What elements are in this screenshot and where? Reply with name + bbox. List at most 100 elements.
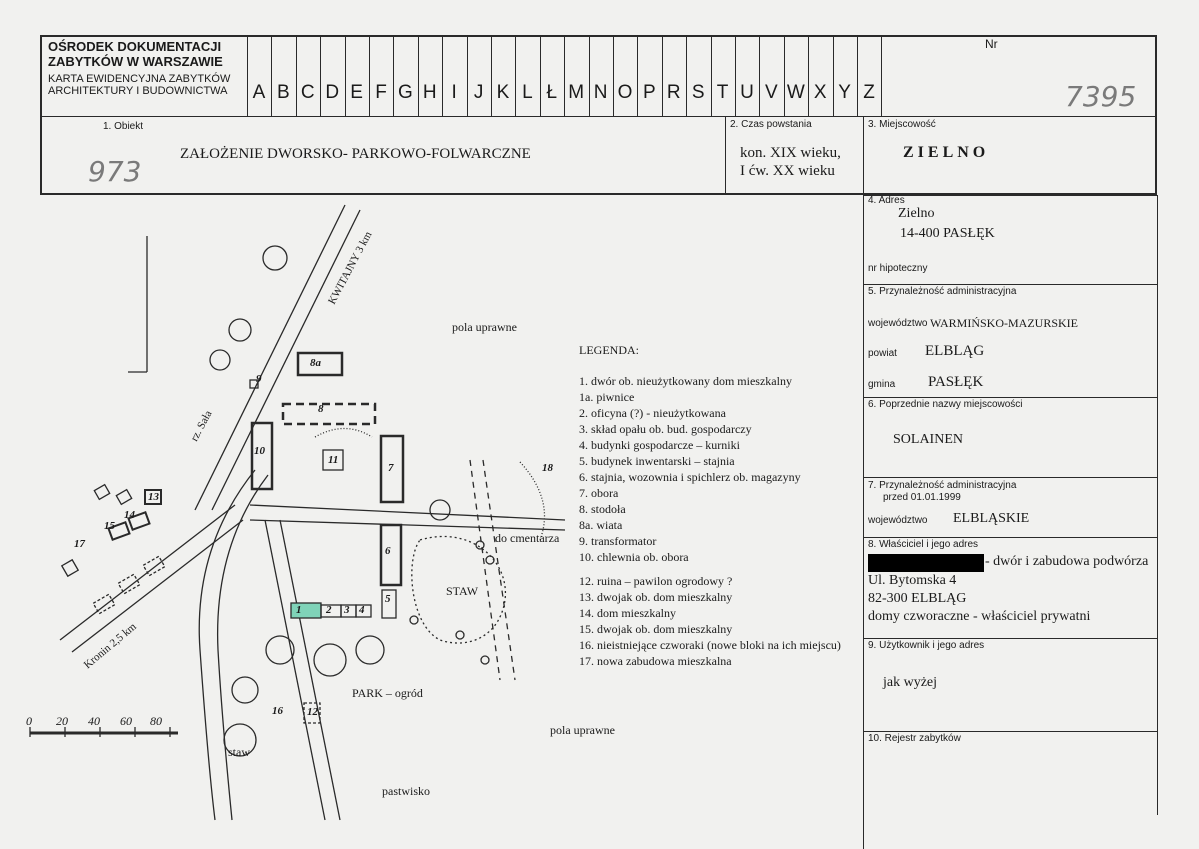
building-number: 17: [74, 538, 85, 550]
institution-name: OŚRODEK DOKUMENTACJI ZABYTKÓW W WARSZAWI…: [48, 39, 223, 69]
letter-7: G: [398, 82, 413, 103]
river-bank-a: [198, 469, 256, 821]
tree: [313, 643, 347, 677]
letter-cell-divider: [857, 35, 858, 116]
legend-item: 13. dwojak ob. dom mieszkalny: [579, 590, 733, 604]
wlasciciel-line4: domy czworaczne - właściciel prywatni: [868, 609, 1091, 624]
legend-item: 2. oficyna (?) - nieużytkowana: [579, 406, 726, 420]
czas-label: 2. Czas powstania: [730, 119, 812, 130]
building-4: [355, 604, 372, 618]
map-staw: STAW: [446, 584, 479, 598]
card-type-line2: ARCHITEKTURY I BUDOWNICTWA: [48, 85, 228, 97]
map-park: PARK – ogród: [352, 686, 423, 700]
letter-cell-divider: [417, 35, 419, 116]
letter-21: U: [740, 82, 754, 103]
building-17c: [115, 488, 133, 506]
tree: [455, 630, 465, 640]
adres-label: 4. Adres: [868, 195, 905, 206]
legend-item: 10. chlewnia ob. obora: [579, 550, 689, 564]
adres-line1: Zielno: [898, 206, 935, 221]
letter-5: E: [350, 82, 363, 103]
building-17a: [60, 558, 80, 578]
legend-item: 1a. piwnice: [579, 390, 635, 404]
przynaleznosc-label: 5. Przynależność administracyjna: [868, 286, 1017, 297]
letter-cell-divider: [710, 35, 712, 116]
right-col-border: [1157, 195, 1158, 815]
letter-cell-divider: [637, 35, 639, 116]
letter-cell-divider: [247, 35, 248, 116]
legend-item: 7. obora: [579, 486, 619, 500]
dashed-road-a: [469, 459, 501, 681]
legend-item: 9. transformator: [579, 534, 657, 548]
legend-item: 6. stajnia, wozownia i spichlerz ob. mag…: [579, 470, 801, 484]
scale-label: 60: [120, 714, 132, 728]
building-17b: [93, 483, 111, 501]
letter-11: K: [496, 82, 510, 103]
scale-label: 40: [88, 714, 100, 728]
legend-item: 12. ruina – pawilon ogrodowy ?: [579, 574, 733, 588]
adres-line2: 14-400 PASŁĘK: [900, 226, 995, 241]
building-12: [303, 702, 321, 724]
nr-label: Nr: [985, 37, 998, 51]
letter-6: F: [375, 82, 387, 103]
building-number: 16: [272, 705, 283, 717]
building-number: 6: [385, 545, 391, 557]
building-number: 5: [385, 593, 391, 605]
building-number: 8a: [310, 357, 321, 369]
building-number: 3: [344, 604, 350, 616]
tree: [265, 635, 295, 665]
przynaleznosc-old-label: 7. Przynależność administracyjna: [868, 480, 1017, 491]
miejscowosc-label: 3. Miejscowość: [868, 119, 936, 130]
letter-17: P: [643, 82, 656, 103]
poprzednie-label: 6. Poprzednie nazwy miejscowości: [868, 399, 1023, 410]
river-bank-b: [216, 474, 269, 821]
divider-9: [863, 638, 1157, 639]
rejestr-label: 10. Rejestr zabytków: [868, 733, 961, 744]
building-16b: [92, 593, 116, 615]
letter-cell-divider: [808, 35, 810, 116]
tree: [355, 635, 385, 665]
building-number: 7: [388, 462, 394, 474]
building-14: [127, 511, 151, 531]
letter-2: B: [277, 82, 290, 103]
legend-item: 8. stodoła: [579, 502, 626, 516]
legend-item: 4. budynki gospodarcze – kurniki: [579, 438, 740, 452]
transformer-9: [249, 379, 259, 389]
wlasciciel-line3: 82-300 ELBLĄG: [868, 591, 967, 606]
dashed-road-b: [482, 459, 516, 681]
header-frame: [40, 35, 1157, 195]
divider-10: [863, 731, 1157, 732]
divider-8: [863, 537, 1157, 538]
right-col-top: [863, 195, 1157, 196]
letter-cell-divider: [783, 35, 785, 116]
road-kwitajny-b: [211, 209, 361, 511]
letter-19: S: [691, 82, 705, 103]
letter-18: R: [666, 82, 681, 103]
building-11: [322, 449, 344, 471]
letter-cell-divider: [564, 35, 566, 116]
letter-cell-divider: [491, 35, 492, 116]
building-number: 18: [542, 462, 553, 474]
tree: [223, 723, 257, 757]
letter-12: L: [522, 82, 533, 103]
tree: [485, 555, 495, 565]
building-number: 12: [307, 706, 318, 718]
building-number: 4: [359, 604, 365, 616]
tree: [231, 676, 259, 704]
building-number: 8: [318, 403, 324, 415]
letter-10: J: [473, 82, 484, 103]
czas-line2: I ćw. XX wieku: [740, 163, 835, 179]
map-cmentarz: do cmentarza: [495, 531, 560, 545]
building-6: [379, 523, 403, 587]
letter-23: W: [786, 82, 805, 103]
obiekt-value: ZAŁOŻENIE DWORSKO- PARKOWO-FOLWARCZNE: [180, 146, 531, 162]
map-pola-uprawne-north: pola uprawne: [452, 320, 517, 334]
obiekt-label: 1. Obiekt: [103, 121, 144, 132]
path-south-b: [279, 519, 341, 821]
building-number: 13: [148, 491, 159, 503]
letter-cell-divider: [735, 35, 736, 116]
uzytkownik-label: 9. Użytkownik i jego adres: [868, 640, 985, 651]
scale-label: 80: [150, 714, 162, 728]
redaction-bar: [868, 554, 984, 572]
tree: [209, 349, 231, 371]
